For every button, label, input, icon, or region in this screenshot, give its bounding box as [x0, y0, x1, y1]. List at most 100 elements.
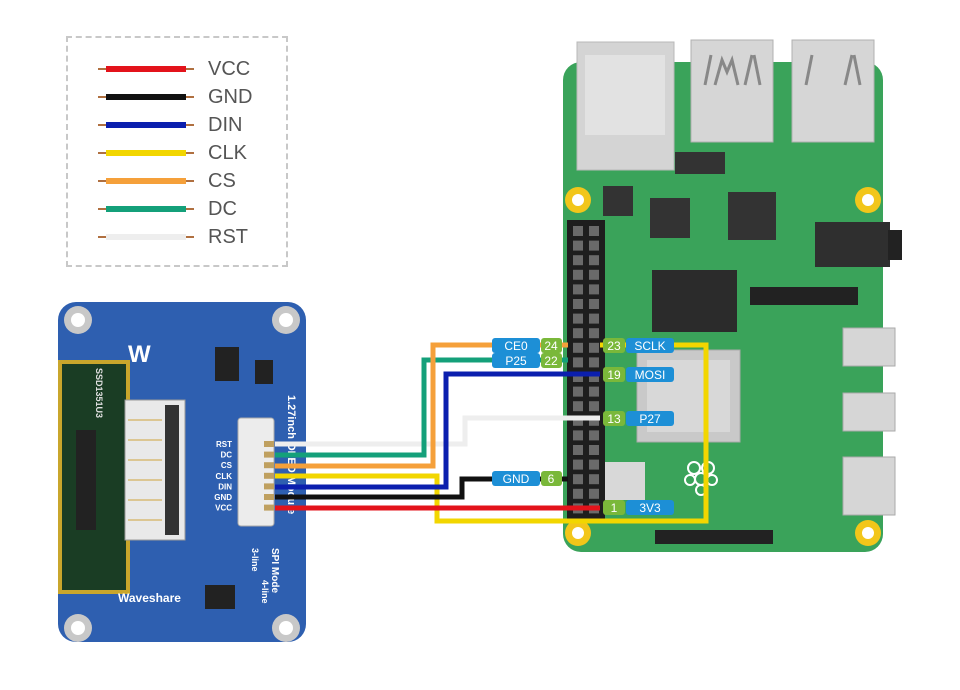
gpio-pin — [573, 357, 583, 368]
gpio-pin — [573, 401, 583, 412]
wire-din — [275, 371, 600, 490]
legend-label-vcc: VCC — [208, 57, 251, 80]
micro-hdmi-2 — [842, 392, 896, 432]
spi-mode-4line: 4-line — [260, 580, 270, 604]
pin-name-mosi: MOSI — [635, 368, 666, 382]
gpio-header — [567, 220, 605, 520]
legend-item-clk: CLK — [98, 139, 247, 167]
wire-clk — [275, 342, 709, 524]
oled-chip-label: SSD1351U3 — [94, 368, 104, 418]
gpio-pin — [573, 474, 583, 485]
gpio-pin — [589, 488, 599, 499]
legend-item-gnd: GND — [98, 83, 253, 111]
usb-port-2 — [791, 39, 875, 143]
gpio-pin — [589, 372, 599, 382]
gpio-pin — [589, 226, 599, 236]
wire-color-legend: VCC GND DIN CLK CS DC RST — [66, 36, 288, 267]
oled-pin-label-vcc: VCC — [215, 504, 232, 513]
legend-swatch-dc — [98, 206, 194, 212]
legend-label-rst: RST — [208, 225, 248, 248]
gpio-pin — [589, 430, 599, 441]
usb-c-port — [842, 456, 896, 516]
oled-connector-pin — [264, 494, 274, 500]
pin-num-6: 6 — [548, 472, 555, 486]
gpio-pin — [589, 269, 599, 280]
pi-pin-labels: CE0 24 P25 22 GND 6 23 SCLK 19 MOSI 13 P… — [492, 338, 674, 515]
gpio-pin — [589, 415, 599, 426]
gpio-pin — [573, 328, 583, 339]
usb-port-1 — [690, 39, 774, 143]
oled-pin-label-clk: CLK — [216, 472, 233, 481]
pin-num-22: 22 — [544, 354, 558, 368]
oled-connector-pin — [264, 472, 274, 479]
pin-name-3v3: 3V3 — [639, 501, 661, 515]
gpio-pin — [589, 313, 599, 324]
pin-num-23: 23 — [607, 339, 621, 353]
legend-label-dc: DC — [208, 197, 237, 220]
gpio-pin — [589, 342, 599, 353]
legend-item-vcc: VCC — [98, 55, 251, 83]
gpio-pin — [589, 386, 599, 397]
oled-connector-pin — [264, 441, 274, 447]
legend-item-din: DIN — [98, 111, 243, 139]
oled-pin-label-gnd: GND — [214, 493, 232, 502]
pin-name-p25: P25 — [505, 354, 527, 368]
gpio-pin — [589, 445, 599, 455]
legend-item-cs: CS — [98, 167, 236, 195]
gpio-pin — [573, 226, 583, 236]
raspberry-pi-board — [563, 39, 902, 552]
gpio-pin — [573, 372, 583, 382]
pin-name-ce0: CE0 — [504, 339, 528, 353]
gpio-pin — [573, 255, 583, 266]
gpio-pin — [573, 284, 583, 295]
legend-item-rst: RST — [98, 223, 248, 251]
oled-brand: Waveshare — [118, 591, 181, 605]
legend-label-gnd: GND — [208, 85, 253, 108]
oled-connector-pin — [264, 504, 274, 511]
gpio-pin — [589, 255, 599, 266]
oled-connector-pin — [264, 483, 274, 490]
gpio-pin — [573, 313, 583, 324]
gpio-pin — [589, 284, 599, 295]
pin-num-19: 19 — [607, 368, 621, 382]
pin-num-1: 1 — [611, 501, 618, 515]
pin-name-sclk: SCLK — [634, 339, 665, 353]
legend-swatch-cs — [98, 178, 194, 184]
gpio-pin — [573, 342, 583, 353]
gpio-pin — [573, 430, 583, 441]
spi-mode-3line: 3-line — [250, 548, 260, 572]
gpio-pin — [573, 386, 583, 397]
oled-connector-pin — [264, 451, 274, 458]
gpio-pin — [589, 299, 599, 309]
gpio-pin — [573, 445, 583, 455]
gpio-pin — [589, 357, 599, 368]
legend-label-clk: CLK — [208, 141, 247, 164]
legend-swatch-din — [98, 122, 194, 128]
legend-swatch-gnd — [98, 94, 194, 100]
waveshare-logo-icon: W — [128, 341, 151, 368]
legend-swatch-clk — [98, 150, 194, 156]
gpio-pin — [589, 328, 599, 339]
legend-item-dc: DC — [98, 195, 237, 223]
oled-connector-pin — [264, 462, 274, 469]
gpio-pin — [589, 240, 599, 251]
legend-label-cs: CS — [208, 169, 236, 192]
gpio-pin — [589, 474, 599, 485]
gpio-pin — [573, 299, 583, 309]
gpio-pin — [589, 459, 599, 470]
legend-swatch-vcc — [98, 66, 194, 72]
oled-pin-label-rst: RST — [216, 440, 232, 449]
micro-hdmi-1 — [842, 327, 896, 367]
pin-name-p27: P27 — [639, 412, 661, 426]
oled-pin-label-cs: CS — [221, 461, 233, 470]
gpio-pin — [589, 401, 599, 412]
gpio-pin — [573, 488, 583, 499]
legend-label-din: DIN — [208, 113, 243, 136]
legend-swatch-rst — [98, 234, 194, 240]
gpio-pin — [573, 415, 583, 426]
gpio-pin — [573, 459, 583, 470]
audio-jack — [815, 222, 890, 267]
wire-rst — [275, 415, 600, 447]
pin-name-gnd: GND — [503, 472, 530, 486]
